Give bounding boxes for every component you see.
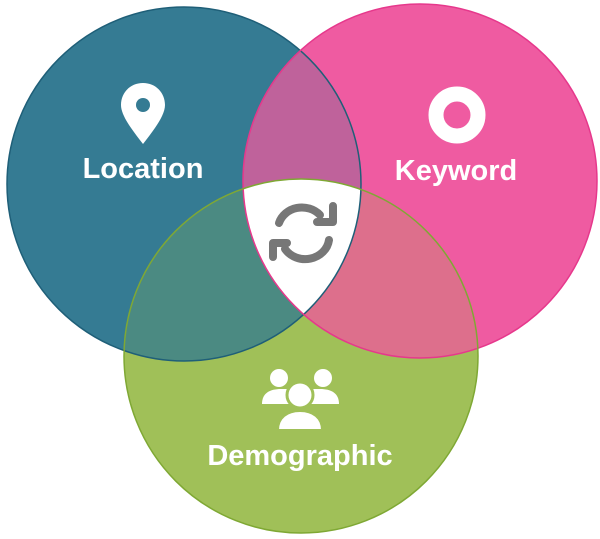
demographic-label: Demographic — [207, 440, 392, 472]
location-label: Location — [83, 153, 204, 185]
map-pin-icon — [121, 83, 165, 144]
location-outline — [6, 6, 362, 362]
keyword-outline — [242, 3, 598, 359]
people-group-icon — [262, 369, 339, 431]
keyword-label: Keyword — [395, 155, 517, 187]
sync-icon — [269, 202, 337, 264]
demographic-outline — [123, 178, 479, 534]
ring-icon — [428, 86, 486, 144]
